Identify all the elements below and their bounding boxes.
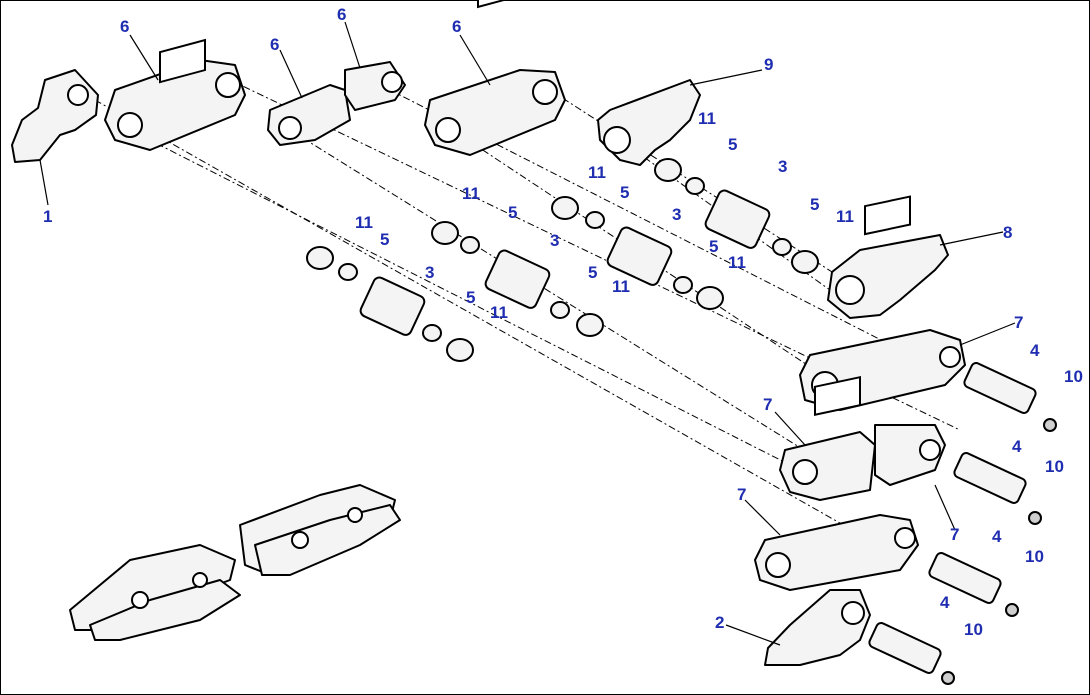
center-line-5 — [389, 89, 941, 371]
rings-5 — [338, 177, 792, 342]
callout-8: 8 — [1003, 223, 1012, 242]
callout-5: 5 — [380, 230, 389, 249]
part-2-end-shoe — [764, 589, 871, 666]
callout-3: 3 — [672, 205, 681, 224]
callout-3: 3 — [550, 231, 559, 250]
callout-11: 11 — [490, 303, 508, 322]
center-line-2 — [129, 129, 801, 471]
callout-3: 3 — [778, 157, 787, 176]
callout-11: 11 — [355, 213, 373, 232]
nuts-10 — [941, 418, 1057, 685]
part-6-link-a — [104, 38, 246, 151]
callout-7: 7 — [737, 485, 746, 504]
callout-5: 5 — [728, 135, 737, 154]
callout-11: 11 — [588, 163, 606, 182]
callout-10: 10 — [1045, 457, 1064, 476]
callout-3: 3 — [425, 263, 434, 282]
callout-7: 7 — [950, 525, 959, 544]
callout-11: 11 — [836, 207, 854, 226]
callout-6: 6 — [337, 5, 346, 24]
callout-5: 5 — [810, 195, 819, 214]
callout-7: 7 — [763, 395, 772, 414]
part-7-link-b — [779, 424, 946, 501]
callout-6: 6 — [270, 35, 279, 54]
callout-4: 4 — [1030, 341, 1040, 360]
callout-4: 4 — [992, 527, 1002, 546]
callout-1: 1 — [43, 207, 52, 226]
assembled-chain-inset — [69, 484, 401, 641]
callout-10: 10 — [1064, 367, 1083, 386]
callout-6: 6 — [452, 17, 461, 36]
callout-6: 6 — [120, 17, 129, 36]
callout-7: 7 — [1014, 313, 1023, 332]
part-7-link-c — [754, 375, 919, 591]
callout-11: 11 — [612, 277, 630, 296]
callout-4: 4 — [1012, 437, 1022, 456]
callout-5: 5 — [709, 237, 718, 256]
callout-11: 11 — [462, 184, 480, 203]
part-9-end-shoe — [597, 79, 701, 166]
callouts: 1 6 6 6 6 9 8 7 7 7 7 2 3 3 3 3 4 4 4 4 … — [43, 5, 1083, 639]
callout-9: 9 — [764, 55, 773, 74]
leader-lines — [39, 21, 1016, 646]
callout-10: 10 — [964, 620, 983, 639]
callout-5: 5 — [620, 183, 629, 202]
bushings-3 — [359, 189, 771, 336]
callout-2: 2 — [715, 613, 724, 632]
part-1-end-shoe — [11, 69, 99, 163]
center-line-4 — [289, 129, 821, 461]
callout-4: 4 — [940, 593, 950, 612]
pins-4 — [868, 362, 1037, 674]
part-8-end-shoe — [827, 234, 949, 319]
callout-11: 11 — [698, 109, 716, 128]
seals-11 — [306, 158, 819, 362]
part-6-link-b — [267, 61, 406, 146]
center-line-1 — [94, 99, 906, 561]
callout-5: 5 — [588, 263, 597, 282]
callout-10: 10 — [1025, 547, 1044, 566]
callout-11: 11 — [728, 253, 746, 272]
callout-5: 5 — [508, 203, 517, 222]
callout-5: 5 — [466, 288, 475, 307]
part-6-link-c — [424, 0, 566, 156]
